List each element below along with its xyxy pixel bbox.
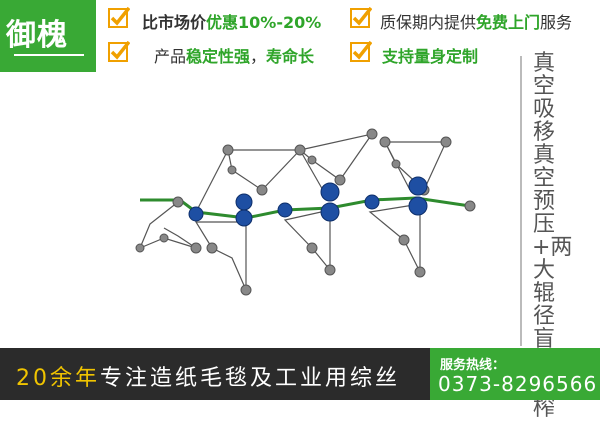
slogan-text: 专注造纸毛毯及工业用综丝 — [100, 366, 401, 391]
check-icon — [108, 40, 130, 62]
guide-roll — [379, 136, 391, 148]
press-roll — [408, 196, 428, 216]
feature-lifespan-highlight: 寿命长 — [266, 47, 315, 66]
felt-loop — [227, 149, 302, 191]
felt-loop — [194, 221, 247, 291]
press-roll — [235, 193, 253, 211]
guide-roll — [256, 184, 268, 196]
pickup-line — [139, 201, 179, 249]
guide-roll — [391, 159, 401, 169]
guide-roll — [172, 196, 184, 208]
press-roll — [320, 182, 340, 202]
feature-stability-text: 产品 — [154, 47, 187, 66]
guide-roll — [334, 174, 346, 186]
guide-roll — [398, 234, 410, 246]
feature-stability-sep: ， — [250, 47, 267, 66]
side-divider — [520, 56, 522, 346]
felt-loop — [299, 149, 325, 193]
press-roll — [277, 202, 293, 218]
guide-roll — [206, 242, 218, 254]
guide-roll — [464, 200, 476, 212]
guide-roll — [366, 128, 378, 140]
header-banner: 御槐 比市场价优惠10%-20% 质保期内提供免费上门服务 产品稳定性强，寿命长… — [0, 0, 600, 72]
felt-loop — [283, 209, 331, 272]
footer-bar: 20余年专注造纸毛毯及工业用综丝 服务热线： 0373-8296566 — [0, 348, 600, 400]
feature-service-suffix: 服务 — [540, 13, 573, 32]
feature-stability: 产品稳定性强，寿命长 — [154, 43, 314, 67]
guide-roll — [414, 266, 426, 278]
hotline-label: 服务热线： — [440, 358, 506, 373]
slogan-years: 20余年 — [16, 366, 100, 391]
hotline-panel: 服务热线： 0373-8296566 — [430, 348, 600, 400]
press-roll — [364, 194, 380, 210]
press-roll — [320, 202, 340, 222]
guide-roll — [307, 155, 317, 165]
feature-custom: 支持量身定制 — [382, 43, 478, 67]
hotline-phone[interactable]: 0373-8296566 — [438, 372, 598, 396]
feature-price-text: 比市场价 — [142, 13, 207, 32]
press-roll — [408, 176, 428, 196]
check-icon — [350, 40, 372, 62]
guide-roll — [190, 242, 202, 254]
feature-service-highlight: 免费上门 — [476, 13, 541, 32]
feature-price: 比市场价优惠10%-20% — [142, 9, 321, 33]
feature-price-highlight: 优惠10%-20% — [206, 13, 322, 32]
feature-stability-highlight: 稳定性强 — [186, 47, 251, 66]
guide-roll — [440, 136, 452, 148]
guide-roll — [227, 165, 237, 175]
brand-name: 御槐 — [6, 18, 68, 53]
brand-logo: 御槐 — [0, 0, 96, 72]
feature-service: 质保期内提供免费上门服务 — [380, 9, 572, 33]
press-section-diagram — [135, 128, 476, 296]
feature-service-text: 质保期内提供 — [380, 13, 477, 32]
footer-slogan: 20余年专注造纸毛毯及工业用综丝 — [16, 360, 400, 392]
feature-custom-highlight: 支持量身定制 — [382, 47, 479, 66]
press-roll — [235, 209, 253, 227]
felt-loop — [195, 149, 229, 213]
guide-roll — [222, 144, 234, 156]
guide-roll — [159, 233, 169, 243]
guide-roll — [135, 243, 145, 253]
guide-roll — [306, 242, 318, 254]
guide-roll — [240, 284, 252, 296]
guide-roll — [294, 144, 306, 156]
brand-underline — [14, 54, 84, 56]
guide-roll — [324, 264, 336, 276]
felt-loop — [368, 203, 421, 273]
check-icon — [350, 6, 372, 28]
press-roll — [188, 206, 204, 222]
check-icon — [108, 6, 130, 28]
